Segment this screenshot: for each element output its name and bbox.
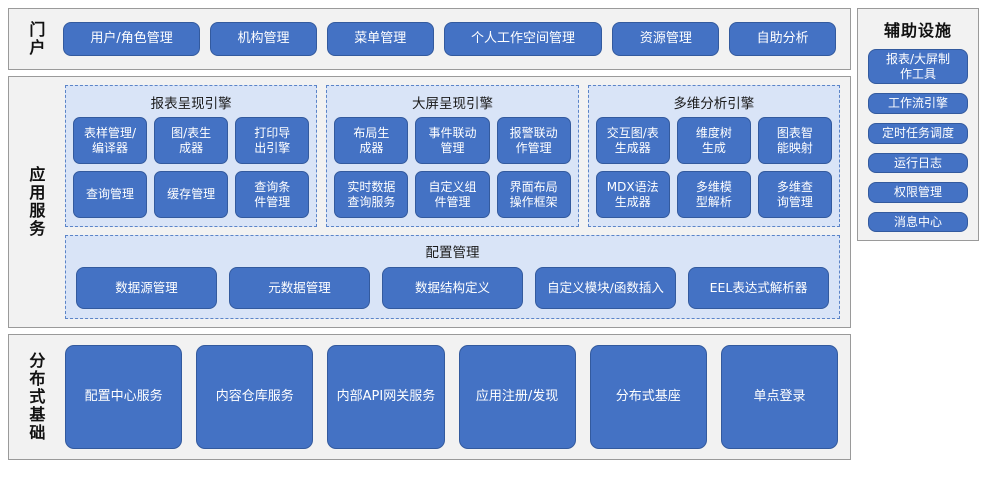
auxiliary-column: 辅助设施 报表/大屏制 作工具 工作流引擎 定时任务调度 运行日志 权限管理 消…	[857, 8, 979, 475]
engines-row: 报表呈现引擎 表样管理/ 编译器 图/表生 成器 打印导 出引擎 查询管理 缓存…	[65, 85, 840, 227]
distributed-foundation-label-text: 分布式基础	[26, 352, 46, 442]
distributed-foundation-section: 分布式基础 配置中心服务 内容仓库服务 内部API网关服务 应用注册/发现 分布…	[8, 334, 851, 460]
portal-item-org-management[interactable]: 机构管理	[210, 22, 317, 56]
configuration-management-title: 配置管理	[425, 245, 480, 261]
auxiliary-facilities-title: 辅助设施	[883, 21, 952, 40]
engine-item-event-linkage-management[interactable]: 事件联动 管理	[415, 117, 490, 164]
application-services-section-label: 应用服务	[9, 77, 61, 327]
portal-items: 用户/角色管理 机构管理 菜单管理 个人工作空间管理 资源管理 自助分析	[61, 9, 850, 69]
portal-item-personal-workspace-management[interactable]: 个人工作空间管理	[443, 22, 603, 56]
auxiliary-facilities-section: 辅助设施 报表/大屏制 作工具 工作流引擎 定时任务调度 运行日志 权限管理 消…	[857, 8, 979, 242]
config-item-metadata-management[interactable]: 元数据管理	[229, 267, 370, 309]
distributed-foundation-section-label: 分布式基础	[9, 335, 61, 459]
aux-item-scheduled-task-scheduling[interactable]: 定时任务调度	[868, 122, 968, 144]
engine-item-print-export-engine[interactable]: 打印导 出引擎	[235, 117, 310, 164]
config-item-data-structure-definition[interactable]: 数据结构定义	[382, 267, 523, 309]
distributed-item-content-repository-service[interactable]: 内容仓库服务	[196, 345, 314, 449]
configuration-management-panel: 配置管理 数据源管理 元数据管理 数据结构定义 自定义模块/函数插入 EEL表达…	[65, 235, 840, 319]
aux-item-runtime-log[interactable]: 运行日志	[868, 152, 968, 174]
engine-item-multidimensional-query-management[interactable]: 多维查 询管理	[757, 171, 832, 218]
engine-item-dimension-tree-generation[interactable]: 维度树 生成	[676, 117, 751, 164]
engine-item-chart-table-generator[interactable]: 图/表生 成器	[154, 117, 229, 164]
engine-item-realtime-data-query-service[interactable]: 实时数据 查询服务	[334, 171, 409, 218]
config-item-datasource-management[interactable]: 数据源管理	[76, 267, 217, 309]
distributed-item-config-center-service[interactable]: 配置中心服务	[65, 345, 183, 449]
engine-multidimensional-analysis-items: 交互图/表 生成器 维度树 生成 图表智 能映射 MDX语法 生成器 多维模 型…	[595, 117, 832, 218]
portal-item-menu-management[interactable]: 菜单管理	[326, 22, 434, 56]
portal-item-resource-management[interactable]: 资源管理	[612, 22, 720, 56]
engine-item-cache-management[interactable]: 缓存管理	[154, 171, 229, 218]
distributed-item-distributed-base[interactable]: 分布式基座	[589, 345, 707, 449]
aux-item-message-center[interactable]: 消息中心	[868, 211, 968, 233]
engine-multidimensional-analysis-title: 多维分析引擎	[673, 96, 755, 112]
engine-item-chart-smart-mapping[interactable]: 图表智 能映射	[757, 117, 832, 164]
distributed-item-app-registration-discovery[interactable]: 应用注册/发现	[458, 345, 576, 449]
engine-report-presentation-items: 表样管理/ 编译器 图/表生 成器 打印导 出引擎 查询管理 缓存管理 查询条 …	[73, 117, 310, 218]
application-services-label-text: 应用服务	[26, 166, 46, 238]
engine-item-query-condition-management[interactable]: 查询条 件管理	[235, 171, 310, 218]
engine-large-screen-presentation: 大屏呈现引擎 布局生 成器 事件联动 管理 报警联动 作管理 实时数据 查询服务…	[326, 85, 579, 227]
distributed-foundation-items: 配置中心服务 内容仓库服务 内部API网关服务 应用注册/发现 分布式基座 单点…	[61, 335, 850, 459]
application-services-section: 应用服务 报表呈现引擎 表样管理/ 编译器 图/表生 成器 打印导 出引擎 查询…	[8, 76, 851, 328]
engine-item-interactive-chart-table-generator[interactable]: 交互图/表 生成器	[595, 117, 670, 164]
auxiliary-facilities-items: 报表/大屏制 作工具 工作流引擎 定时任务调度 运行日志 权限管理 消息中心	[868, 49, 968, 233]
engine-item-layout-generator[interactable]: 布局生 成器	[334, 117, 409, 164]
aux-item-workflow-engine[interactable]: 工作流引擎	[868, 93, 968, 114]
engine-large-screen-presentation-title: 大屏呈现引擎	[411, 96, 493, 112]
portal-label-text: 门户	[26, 21, 46, 57]
portal-section: 门户 用户/角色管理 机构管理 菜单管理 个人工作空间管理 资源管理 自助分析	[8, 8, 851, 70]
application-services-body: 报表呈现引擎 表样管理/ 编译器 图/表生 成器 打印导 出引擎 查询管理 缓存…	[61, 77, 850, 327]
engine-item-query-management[interactable]: 查询管理	[73, 171, 148, 218]
engine-report-presentation-title: 报表呈现引擎	[150, 96, 232, 112]
distributed-item-internal-api-gateway-service[interactable]: 内部API网关服务	[327, 345, 445, 449]
portal-section-label: 门户	[9, 9, 61, 69]
engine-large-screen-presentation-items: 布局生 成器 事件联动 管理 报警联动 作管理 实时数据 查询服务 自定义组 件…	[334, 117, 571, 218]
engine-item-ui-layout-operation-framework[interactable]: 界面布局 操作框架	[496, 171, 571, 218]
configuration-management-items: 数据源管理 元数据管理 数据结构定义 自定义模块/函数插入 EEL表达式解析器	[76, 267, 829, 309]
portal-item-user-role-management[interactable]: 用户/角色管理	[63, 22, 201, 56]
main-column: 门户 用户/角色管理 机构管理 菜单管理 个人工作空间管理 资源管理 自助分析 …	[8, 8, 851, 475]
aux-item-permission-management[interactable]: 权限管理	[868, 182, 968, 203]
engine-item-mdx-syntax-generator[interactable]: MDX语法 生成器	[595, 171, 670, 218]
config-item-custom-module-function-insertion[interactable]: 自定义模块/函数插入	[535, 267, 676, 309]
engine-item-table-template-editor[interactable]: 表样管理/ 编译器	[73, 117, 148, 164]
aux-item-report-bigscreen-authoring-tool[interactable]: 报表/大屏制 作工具	[868, 49, 968, 85]
engine-multidimensional-analysis: 多维分析引擎 交互图/表 生成器 维度树 生成 图表智 能映射 MDX语法 生成…	[587, 85, 840, 227]
config-item-eel-expression-parser[interactable]: EEL表达式解析器	[688, 267, 829, 309]
distributed-item-single-sign-on[interactable]: 单点登录	[720, 345, 839, 449]
engine-item-multidimensional-model-parsing[interactable]: 多维模 型解析	[676, 171, 751, 218]
engine-item-custom-component-management[interactable]: 自定义组 件管理	[415, 171, 490, 218]
engine-report-presentation: 报表呈现引擎 表样管理/ 编译器 图/表生 成器 打印导 出引擎 查询管理 缓存…	[65, 85, 318, 227]
portal-item-self-service-analysis[interactable]: 自助分析	[729, 22, 836, 56]
engine-item-alarm-linkage-action-management[interactable]: 报警联动 作管理	[496, 117, 571, 164]
